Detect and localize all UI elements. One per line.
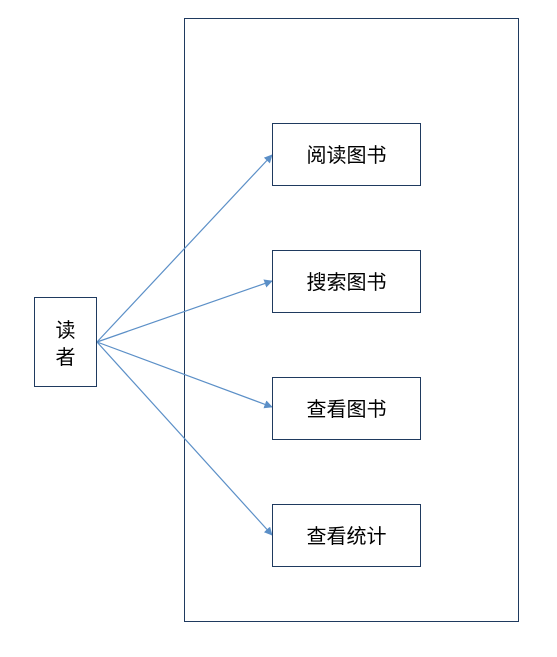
system-boundary <box>184 18 519 622</box>
actor-label-line1: 读 <box>56 318 76 342</box>
arrow-to-search <box>96 279 273 343</box>
use-case-box <box>272 250 421 313</box>
use-case-read: 阅读图书 <box>272 123 421 186</box>
arrow-to-read <box>96 154 273 343</box>
use-case-box <box>272 123 421 186</box>
arrow-to-stats <box>96 341 273 536</box>
use-case-box <box>272 504 421 567</box>
use-case-search: 搜索图书 <box>272 250 421 313</box>
use-case-stats: 查看统计 <box>272 504 421 567</box>
actor-label-line2: 者 <box>56 345 76 369</box>
use-case-label: 阅读图书 <box>307 143 387 167</box>
use-case-box <box>272 377 421 440</box>
arrow-to-view <box>96 341 273 409</box>
use-case-view: 查看图书 <box>272 377 421 440</box>
association-arrows <box>96 154 273 536</box>
use-case-label: 搜索图书 <box>307 270 387 294</box>
actor-box <box>34 297 97 387</box>
actor-reader: 读 者 <box>34 297 97 387</box>
use-case-label: 查看统计 <box>307 524 387 548</box>
use-case-label: 查看图书 <box>307 397 387 421</box>
